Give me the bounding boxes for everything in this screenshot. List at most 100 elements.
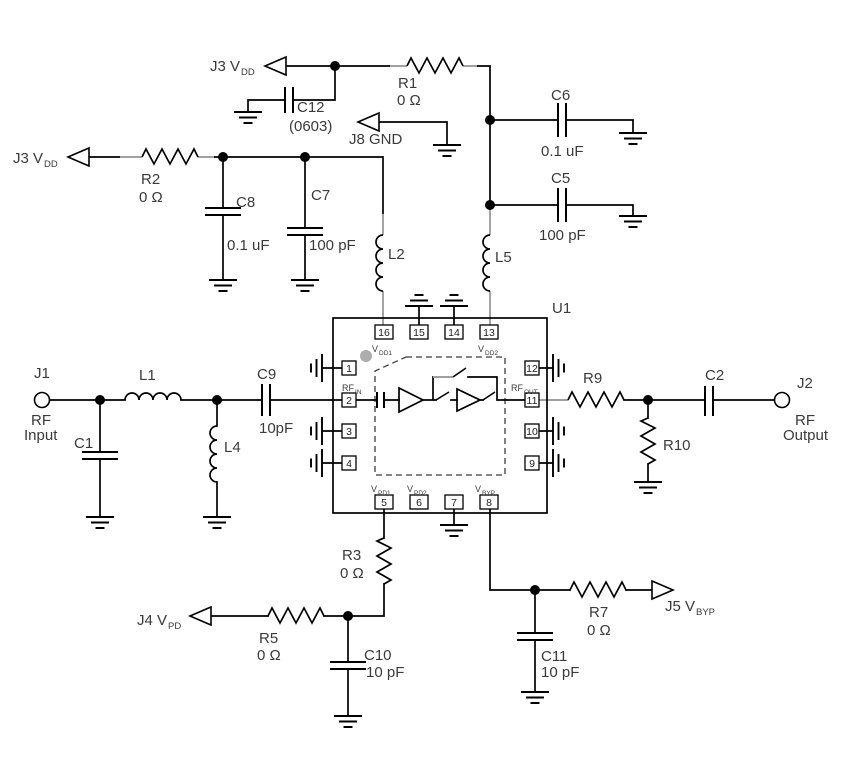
j3-top-sub: DD: [241, 67, 255, 78]
capacitor-c1: C1: [74, 435, 118, 460]
ground-icon: [633, 481, 663, 494]
switch-icon: [482, 391, 496, 401]
r7-value-label: 0 Ω: [587, 622, 611, 639]
capacitor-c12: C12 (0603): [284, 87, 332, 135]
connector-arrow-icon: [262, 55, 287, 77]
r3-value-label: 0 Ω: [340, 565, 364, 582]
c5-ref-label: C5: [551, 170, 570, 187]
inductor-l5: L5: [482, 234, 512, 292]
l2-ref-label: L2: [388, 246, 405, 263]
j3-left-label: J3 V: [13, 150, 43, 167]
j3-left-sub: DD: [44, 159, 58, 170]
connector-j4: J4 V PD: [137, 605, 212, 632]
ground-icon: [202, 516, 232, 529]
j5-sub: BYP: [696, 607, 715, 618]
pin-name-vpd1-sub: PD1: [378, 490, 391, 497]
capacitor-c8: C8 0.1 uF: [205, 194, 270, 254]
connector-arrow-icon: [65, 146, 90, 168]
ground-icon: [432, 144, 462, 157]
pin-13: 13: [483, 327, 495, 339]
pin-9: 9: [529, 458, 535, 470]
c5-value-label: 100 pF: [539, 227, 586, 244]
resistor-r10: R10: [638, 417, 691, 465]
resistor-r9: R9: [567, 370, 625, 409]
c9-ref-label: C9: [257, 366, 276, 383]
j4-label: J4 V: [137, 612, 167, 629]
pin-name-vdd2-sub: DD2: [485, 350, 498, 357]
c6-value-label: 0.1 uF: [541, 143, 584, 160]
l1-ref-label: L1: [139, 367, 156, 384]
pin-8: 8: [486, 497, 492, 509]
j8-label: J8 GND: [349, 131, 403, 148]
capacitor-c6: C6 0.1 uF: [541, 87, 584, 160]
c8-value-label: 0.1 uF: [227, 237, 270, 254]
j1-line1: RF: [31, 412, 51, 429]
c12-note-label: (0603): [289, 118, 332, 135]
j1-line2: Input: [24, 427, 58, 444]
c7-ref-label: C7: [311, 187, 330, 204]
internal-block-outline: [374, 356, 506, 476]
resistor-r2: R2 0 Ω: [139, 147, 199, 206]
bypass-switch-icon: [452, 367, 467, 378]
pin-11: 11: [527, 395, 538, 407]
j3-top-label: J3 V: [210, 58, 240, 75]
pin-name-rfout-sub: OUT: [524, 389, 538, 396]
c11-value-label: 10 pF: [541, 664, 579, 681]
amplifier1-icon: [398, 386, 425, 414]
ground-icon: [552, 448, 565, 478]
gray-stubs: [120, 65, 568, 401]
connector-arrow-icon: [187, 605, 212, 627]
r2-ref-label: R2: [141, 171, 160, 188]
connector-j5: J5 V BYP: [651, 579, 715, 618]
ground-icon: [552, 416, 565, 446]
pin-15: 15: [413, 327, 425, 339]
pin-name-vpd2-sub: PD2: [414, 490, 427, 497]
connector-j8: J8 GND: [349, 111, 403, 148]
r5-value-label: 0 Ω: [257, 647, 281, 664]
pin-name-rfout: RF: [511, 383, 523, 393]
ground-icon: [404, 294, 434, 307]
c9-value-label: 10pF: [259, 420, 293, 437]
ground-icon: [310, 448, 323, 478]
wires: [49, 65, 775, 717]
pin-10: 10: [526, 426, 538, 438]
capacitor-c7: C7 100 pF: [287, 187, 356, 254]
inductor-l4: L4: [209, 425, 241, 483]
ground-icon: [310, 353, 323, 383]
r2-value-label: 0 Ω: [139, 189, 163, 206]
c12-ref-label: C12: [297, 99, 325, 116]
switch-icon: [435, 391, 450, 401]
amplifier2-icon: [456, 387, 482, 413]
pin-7: 7: [451, 497, 457, 509]
pin-name-vdd2: V: [478, 344, 484, 354]
pin-name-rfin-sub: IN: [355, 389, 362, 396]
r7-ref-label: R7: [589, 604, 608, 621]
j2-line1: RF: [795, 412, 815, 429]
j2-line2: Output: [783, 427, 829, 444]
ground-icon: [233, 111, 263, 124]
pin-name-vdd1: V: [372, 344, 378, 354]
pin-name-vpd2: V: [407, 484, 413, 494]
pin1-marker-icon: [360, 350, 372, 362]
ground-icon: [552, 353, 565, 383]
ground-icon: [618, 132, 648, 145]
ground-icon: [208, 279, 238, 292]
ground-icon: [439, 524, 469, 537]
pin-1: 1: [346, 363, 352, 375]
connector-j3-top: J3 V DD: [210, 55, 287, 78]
pin-2: 2: [346, 395, 352, 407]
pin-12: 12: [526, 363, 538, 375]
c1-ref-label: C1: [74, 435, 93, 452]
pin-name-vdd1-sub: DD1: [379, 350, 392, 357]
c2-ref-label: C2: [705, 367, 724, 384]
pin-16: 16: [378, 327, 390, 339]
l5-ref-label: L5: [495, 249, 512, 266]
ground-icon: [310, 416, 323, 446]
c10-ref-label: C10: [364, 647, 392, 664]
r1-value-label: 0 Ω: [397, 92, 421, 109]
junction-dots: [95, 61, 653, 621]
c10-value-label: 10 pF: [366, 664, 404, 681]
pin-6: 6: [416, 497, 422, 509]
